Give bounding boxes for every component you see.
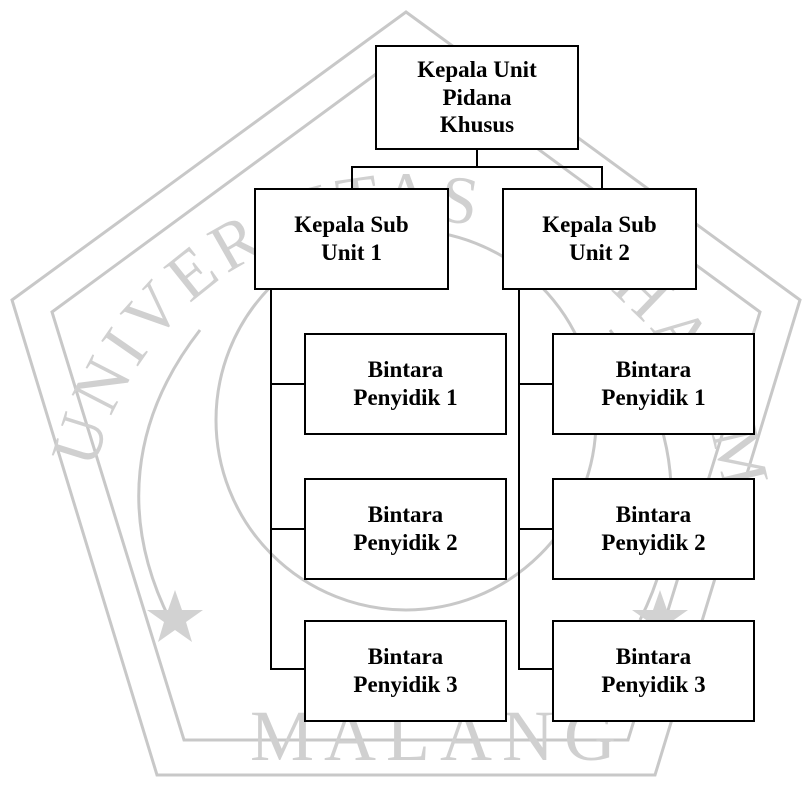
- sub-unit-1-member-1-label: Bintara Penyidik 1: [353, 357, 458, 410]
- connector-sub-horizontal: [351, 166, 603, 168]
- root-node-label: Kepala Unit Pidana Khusus: [417, 57, 537, 138]
- connector-sub2-member1: [518, 383, 554, 385]
- sub-unit-1-member-2-label: Bintara Penyidik 2: [353, 502, 458, 555]
- connector-to-sub2: [601, 166, 603, 190]
- connector-root-down: [476, 148, 478, 168]
- connector-sub2-member2: [518, 528, 554, 530]
- sub-unit-1-node: Kepala Sub Unit 1: [254, 188, 449, 290]
- connector-sub2-member3: [518, 668, 554, 670]
- connector-sub1-member1: [270, 383, 306, 385]
- sub-unit-1-member-2-node: Bintara Penyidik 2: [304, 478, 507, 580]
- sub-unit-2-member-2-label: Bintara Penyidik 2: [601, 502, 706, 555]
- sub-unit-2-node: Kepala Sub Unit 2: [502, 188, 697, 290]
- sub-unit-2-member-3-label: Bintara Penyidik 3: [601, 644, 706, 697]
- sub-unit-2-member-1-node: Bintara Penyidik 1: [552, 333, 755, 435]
- connector-sub1-trunk: [270, 288, 272, 670]
- connector-sub2-trunk: [518, 288, 520, 670]
- sub-unit-1-label: Kepala Sub Unit 1: [294, 212, 409, 265]
- connector-to-sub1: [351, 166, 353, 190]
- root-node-kepala-unit: Kepala Unit Pidana Khusus: [375, 45, 579, 150]
- sub-unit-1-member-3-node: Bintara Penyidik 3: [304, 620, 507, 722]
- sub-unit-2-member-1-label: Bintara Penyidik 1: [601, 357, 706, 410]
- sub-unit-2-member-2-node: Bintara Penyidik 2: [552, 478, 755, 580]
- sub-unit-2-label: Kepala Sub Unit 2: [542, 212, 657, 265]
- connector-sub1-member3: [270, 668, 306, 670]
- sub-unit-1-member-3-label: Bintara Penyidik 3: [353, 644, 458, 697]
- sub-unit-1-member-1-node: Bintara Penyidik 1: [304, 333, 507, 435]
- sub-unit-2-member-3-node: Bintara Penyidik 3: [552, 620, 755, 722]
- connector-sub1-member2: [270, 528, 306, 530]
